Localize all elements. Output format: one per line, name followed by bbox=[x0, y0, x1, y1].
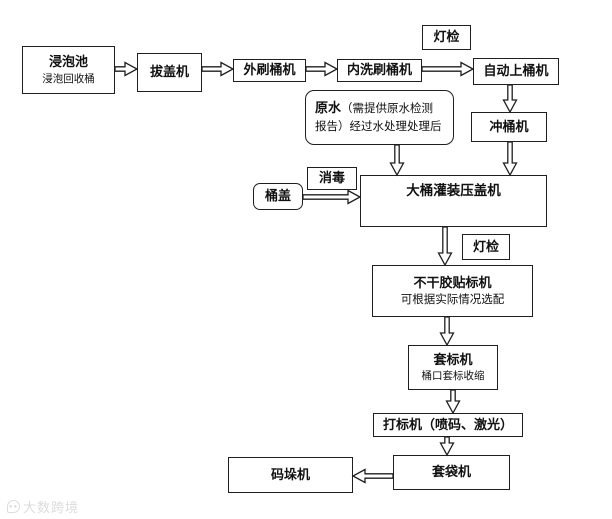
flow-arrow bbox=[502, 141, 518, 177]
flow-arrow bbox=[389, 144, 405, 177]
watermark-text: 大数跨境 bbox=[23, 500, 80, 515]
node-light-check-bottom: 灯检 bbox=[462, 234, 510, 260]
flow-arrow bbox=[114, 61, 139, 77]
node-soak-pool: 浸泡池 浸泡回收桶 bbox=[22, 46, 115, 94]
node-subtitle: 浸泡回收桶 bbox=[42, 72, 95, 85]
node-title: 不干胶贴标机 bbox=[413, 274, 492, 290]
node-title: 自动上桶机 bbox=[483, 63, 549, 79]
node-subtitle: 桶口套标收缩 bbox=[421, 370, 485, 383]
flow-arrow bbox=[437, 226, 453, 267]
flow-arrow bbox=[502, 84, 518, 114]
node-title: 灯检 bbox=[472, 238, 499, 254]
node-title: 码垛机 bbox=[270, 466, 310, 482]
node-title: 套标机 bbox=[433, 351, 473, 367]
node-sleeve-labeler: 套标机 桶口套标收缩 bbox=[408, 345, 498, 390]
flow-arrow bbox=[351, 468, 394, 484]
node-outer-brush: 外刷桶机 bbox=[233, 59, 306, 82]
flow-arrow bbox=[421, 61, 475, 77]
node-sticker-labeler: 不干胶贴标机 可根据实际情况选配 bbox=[372, 265, 533, 317]
node-title: 桶盖 bbox=[264, 188, 291, 204]
node-title: 拔盖机 bbox=[149, 64, 189, 80]
node-title: 灯检 bbox=[433, 29, 460, 45]
node-auto-loader: 自动上桶机 bbox=[473, 58, 559, 85]
node-title: 浸泡池 bbox=[48, 54, 88, 70]
node-filler-capper: 大桶灌装压盖机 bbox=[360, 175, 547, 227]
raw-water-rest: （需提供原水检测报告）经过水处理处理后 bbox=[315, 103, 442, 133]
node-subtitle: 可根据实际情况选配 bbox=[400, 293, 505, 306]
node-title: 外刷桶机 bbox=[243, 62, 296, 78]
node-raw-water: 原水（需提供原水检测报告）经过水处理处理后 bbox=[305, 90, 454, 145]
watermark: ●● 大数跨境 bbox=[7, 497, 79, 516]
node-coder: 打标机（喷码、激光） bbox=[373, 413, 523, 437]
flow-arrow bbox=[305, 61, 339, 77]
node-bagger: 套袋机 bbox=[393, 455, 510, 490]
flow-arrow bbox=[201, 61, 235, 77]
node-title: 大桶灌装压盖机 bbox=[406, 183, 501, 198]
node-title: 打标机（喷码、激光） bbox=[382, 416, 513, 432]
node-title: 消毒 bbox=[318, 170, 345, 186]
flow-arrow bbox=[302, 189, 362, 205]
node-cap-puller: 拔盖机 bbox=[137, 53, 202, 92]
node-cap: 桶盖 bbox=[253, 183, 303, 210]
node-title: 冲桶机 bbox=[489, 118, 529, 134]
flow-arrow bbox=[439, 316, 455, 347]
node-inner-wash: 内洗刷桶机 bbox=[337, 59, 422, 82]
node-disinfect: 消毒 bbox=[307, 167, 357, 190]
watermark-logo-icon: ●● bbox=[7, 500, 20, 513]
node-palletizer: 码垛机 bbox=[228, 457, 353, 493]
flow-arrow bbox=[445, 389, 461, 415]
raw-water-lead: 原水 bbox=[315, 100, 342, 116]
node-title: 内洗刷桶机 bbox=[346, 62, 412, 78]
node-title: 套袋机 bbox=[431, 464, 471, 480]
node-light-check-top: 灯检 bbox=[422, 25, 471, 50]
node-rinser: 冲桶机 bbox=[471, 112, 547, 142]
node-note: 原水（需提供原水检测报告）经过水处理处理后 bbox=[313, 98, 446, 137]
flow-arrow bbox=[439, 436, 455, 457]
